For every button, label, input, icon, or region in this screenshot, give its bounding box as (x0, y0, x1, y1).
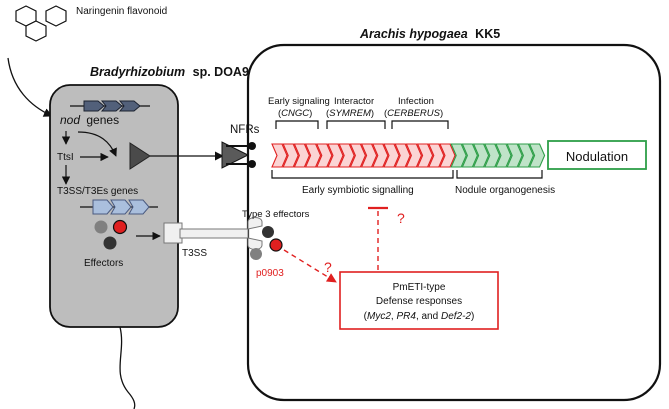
secreted-effector-dark (262, 226, 274, 238)
nodulation-label: Nodulation (566, 149, 628, 164)
naringenin-structure-icon (15, 5, 67, 42)
organogenesis-label: Nodule organogenesis (455, 185, 555, 196)
chevron-early-signal (394, 143, 411, 168)
nod-genes-label: nod genes (60, 113, 119, 127)
chevron-early-signal (282, 143, 299, 168)
chevron-organogenesis (495, 143, 512, 168)
chevron-early-signal (327, 143, 344, 168)
chevron-early-signal (383, 143, 400, 168)
infection-gene: (CERBERUS) (384, 108, 443, 119)
chevron-organogenesis (461, 143, 478, 168)
nfrs-label: NFRs (230, 124, 260, 136)
t3ss-pore-top (247, 217, 263, 230)
chevron-organogenesis (517, 143, 534, 168)
nodulation-box (547, 140, 647, 170)
chevron-organogenesis (450, 143, 467, 168)
chevron-organogenesis (472, 143, 490, 168)
p0903-to-defense-arrow (283, 249, 337, 283)
nod-to-nodfactor-arrow (77, 131, 117, 157)
defense-line3: (Myc2, PR4, and Def2-2) (364, 311, 475, 322)
flavonoid-label: Naringenin flavonoid (76, 6, 167, 17)
nod-gene-arrows (83, 100, 141, 112)
p0903-label: p0903 (256, 268, 284, 279)
chevron-early-signal (338, 143, 355, 168)
interactor-gene: (SYMREM) (326, 108, 374, 119)
infection-label: Infection (398, 96, 434, 107)
early-signaling-gene: (CNGC) (278, 108, 312, 119)
effector-ball-dark (103, 236, 117, 250)
early-signaling-bracket (275, 120, 319, 129)
ttsi-label: TtsI (57, 152, 74, 163)
chevron-early-signal (427, 143, 445, 168)
chevron-early-signal (360, 143, 378, 168)
early-symbiotic-bracket (271, 170, 454, 179)
chevron-early-signal (315, 143, 333, 168)
t3ss-needle (179, 228, 249, 239)
t3ss-gene-arrows (92, 199, 150, 215)
effectors-label: Effectors (84, 258, 123, 269)
infection-bracket (391, 120, 449, 129)
interactor-bracket (326, 120, 386, 129)
early-symbiotic-label: Early symbiotic signalling (302, 185, 414, 196)
question-mark-2: ? (397, 210, 405, 226)
defense-box (339, 271, 499, 330)
chevron-organogenesis (483, 143, 501, 168)
chevron-early-signal (439, 143, 456, 168)
chevron-early-signal (405, 143, 422, 168)
t3ss-base (163, 222, 183, 244)
type3-effectors-label: Type 3 effectors (242, 209, 310, 220)
effector-ball-red (112, 219, 128, 235)
defense-line2: Defense responses (376, 296, 462, 307)
signaling-chevrons (271, 143, 546, 168)
chevron-early-signal (371, 143, 389, 168)
host-title: Arachis hypogaea KK5 (359, 27, 500, 41)
chevron-early-signal (416, 143, 434, 168)
flavonoid-arrow (7, 57, 53, 117)
chevron-organogenesis (528, 143, 546, 168)
interactor-label: Interactor (334, 96, 374, 107)
chevron-early-signal (304, 143, 322, 168)
chevron-early-signal (293, 143, 310, 168)
organogenesis-bracket (456, 170, 543, 179)
chevron-early-signal (349, 143, 366, 168)
defense-line1: PmETI-type (393, 282, 446, 293)
nfr-receptor-icon (221, 141, 256, 169)
chevron-early-signal (271, 143, 288, 168)
secreted-effector-red (269, 238, 283, 252)
effector-ball-gray (94, 220, 108, 234)
question-mark-1: ? (324, 259, 332, 275)
flagellum (119, 326, 136, 409)
secreted-effector-gray (250, 248, 262, 260)
nod-factor-triangle (129, 142, 151, 170)
early-signaling-label: Early signaling (268, 96, 330, 107)
t3ss-label: T3SS (182, 248, 207, 259)
t3ss-genes-label: T3SS/T3Es genes (57, 186, 138, 197)
bacterium-title: Bradyrhizobium sp. DOA9 (90, 65, 249, 79)
chevron-organogenesis (506, 143, 523, 168)
